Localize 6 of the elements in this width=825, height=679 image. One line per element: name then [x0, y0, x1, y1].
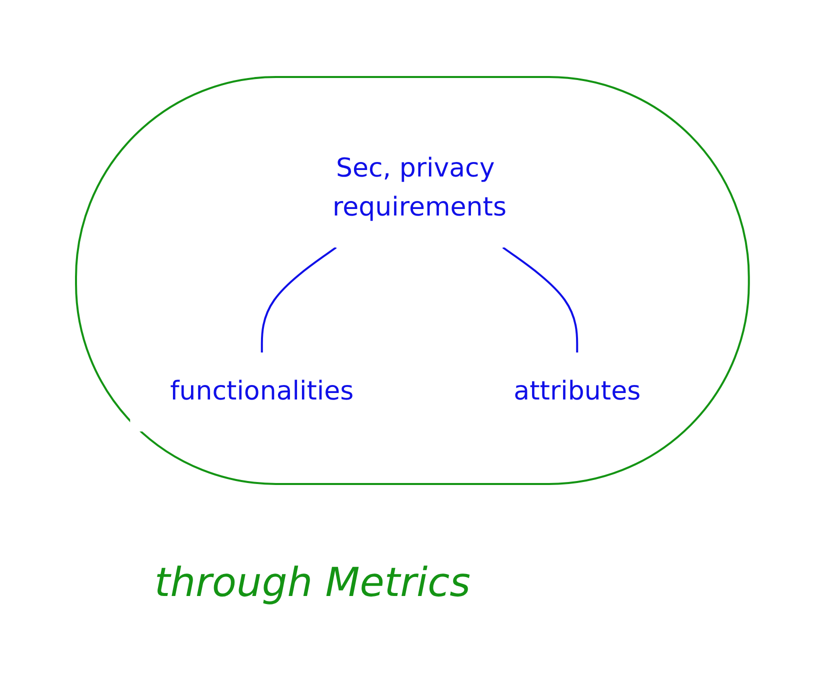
node-text: Sec, privacy requirements [332, 152, 507, 222]
connector [502, 246, 578, 352]
note-text: through Metrics [154, 560, 470, 606]
node-text: functionalities [170, 376, 354, 406]
connector [260, 246, 337, 352]
node-text: attributes [514, 376, 641, 406]
